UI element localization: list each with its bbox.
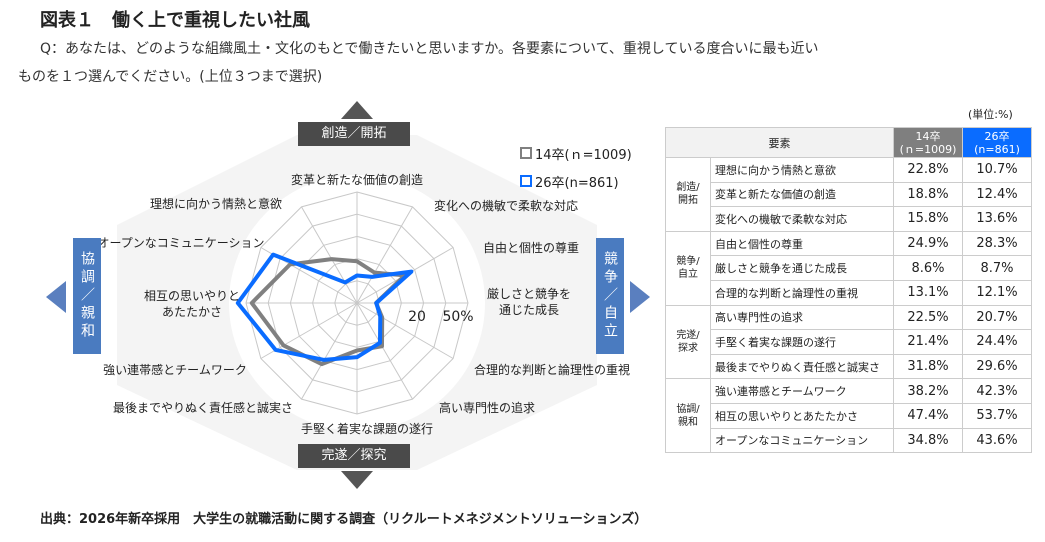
legend-14-swatch [520, 147, 532, 159]
value-14-cell: 38.2% [893, 378, 963, 404]
legend-14: 14卒(ｎ=1009) [520, 144, 632, 163]
legend-14-label: 14卒(ｎ=1009) [535, 148, 632, 163]
axis-label: 厳しさと競争を 通じた成長 [487, 287, 572, 317]
value-26-cell: 13.6% [962, 206, 1032, 232]
element-cell: 最後までやりぬく責任感と誠実さ [710, 353, 894, 380]
header-14: 14卒(ｎ=1009) [893, 127, 963, 158]
value-14-cell: 8.6% [893, 255, 963, 281]
element-cell: オープンなコミュニケーション [710, 427, 894, 454]
legend-26-swatch [520, 175, 532, 187]
value-26-cell: 10.7% [962, 157, 1032, 183]
value-26-cell: 8.7% [962, 255, 1032, 281]
element-cell: 変革と新たな価値の創造 [710, 181, 894, 208]
axis-label: 強い連帯感とチームワーク [103, 363, 247, 377]
axis-line [356, 302, 454, 359]
value-14-cell: 21.4% [893, 329, 963, 355]
axis-label: オープンなコミュニケーション [97, 236, 265, 250]
arrow-down-icon [341, 471, 373, 489]
axis-label: 高い専門性の追求 [438, 401, 536, 415]
element-cell: 理想に向かう情熱と意欲 [710, 157, 894, 183]
data-table: 要素 14卒(ｎ=1009) 26卒(n=861) 創造/ 開拓理想に向かう情熱… [665, 127, 1032, 454]
source-footer: 出典：2026年新卒採用 大学生の就職活動に関する調査（リクルートメネジメントソ… [40, 512, 648, 527]
arrow-left-icon [46, 281, 66, 313]
value-26-cell: 53.7% [962, 402, 1032, 429]
category-top: 創造／開拓 [298, 122, 410, 146]
category-bottom: 完遂／探究 [298, 444, 410, 468]
unit-label: (単位:%) [968, 108, 1013, 121]
value-14-cell: 15.8% [893, 206, 963, 232]
group-label: 協調/ 親和 [665, 378, 711, 454]
value-14-cell: 47.4% [893, 402, 963, 429]
legend-26-label: 26卒(n=861) [535, 176, 619, 191]
element-cell: 手堅く着実な課題の遂行 [710, 329, 894, 355]
value-14-cell: 24.9% [893, 230, 963, 257]
question-line-2: ものを１つ選んでください。(上位３つまで選択) [18, 69, 323, 85]
value-26-cell: 28.3% [962, 230, 1032, 257]
category-left: 協調／親和 [73, 238, 101, 354]
legend-26: 26卒(n=861) [520, 172, 619, 191]
axis-label: 理想に向かう情熱と意欲 [149, 197, 283, 211]
value-14-cell: 22.5% [893, 304, 963, 331]
figure-title: 図表１ 働く上で重視したい社風 [40, 10, 310, 31]
arrow-up-icon [341, 101, 373, 119]
value-14-cell: 22.8% [893, 157, 963, 183]
value-26-cell: 43.6% [962, 427, 1032, 454]
value-26-cell: 20.7% [962, 304, 1032, 331]
axis-label: 手堅く着実な課題の遂行 [300, 422, 434, 436]
axis-line [301, 206, 358, 304]
group-label: 完遂/ 探求 [665, 304, 711, 380]
element-cell: 強い連帯感とチームワーク [710, 378, 894, 404]
value-14-cell: 18.8% [893, 181, 963, 208]
axis-line [301, 302, 358, 400]
tick-label: 20 [408, 309, 426, 325]
value-14-cell: 31.8% [893, 353, 963, 380]
axis-label: 自由と個性の尊重 [482, 241, 580, 255]
axis-line [356, 302, 413, 400]
axis-label: 変化への機敏で柔軟な対応 [433, 199, 579, 213]
header-element: 要素 [665, 127, 894, 158]
header-26: 26卒(n=861) [962, 127, 1032, 158]
group-label: 競争/ 自立 [665, 230, 711, 306]
series-26-line [235, 252, 414, 362]
axis-label: 変革と新たな価値の創造 [290, 173, 424, 187]
value-26-cell: 29.6% [962, 353, 1032, 380]
category-right: 競争／自立 [596, 238, 624, 354]
element-cell: 自由と個性の尊重 [710, 230, 894, 257]
element-cell: 合理的な判断と論理性の重視 [710, 279, 894, 306]
question-line-1: Q：あなたは、どのような組織風土・文化のもとで働きたいと思いますか。各要素につい… [40, 41, 819, 57]
group-label: 創造/ 開拓 [665, 157, 711, 232]
value-26-cell: 42.3% [962, 378, 1032, 404]
element-cell: 厳しさと競争を通じた成長 [710, 255, 894, 281]
element-cell: 相互の思いやりとあたたかさ [710, 402, 894, 429]
value-26-cell: 12.1% [962, 279, 1032, 306]
tick-label: 50% [442, 309, 473, 325]
element-cell: 変化への機敏で柔軟な対応 [710, 206, 894, 232]
value-14-cell: 13.1% [893, 279, 963, 306]
axis-line [356, 206, 413, 304]
value-26-cell: 24.4% [962, 329, 1032, 355]
axis-label: 相互の思いやりと あたたかさ [143, 289, 241, 319]
radar-chart: 20 50% [46, 101, 650, 489]
arrow-right-icon [630, 281, 650, 313]
element-cell: 高い専門性の追求 [710, 304, 894, 331]
axis-label: 合理的な判断と論理性の重視 [473, 363, 631, 377]
value-26-cell: 12.4% [962, 181, 1032, 208]
value-14-cell: 34.8% [893, 427, 963, 454]
axis-label: 最後までやりぬく責任感と誠実さ [112, 401, 294, 415]
